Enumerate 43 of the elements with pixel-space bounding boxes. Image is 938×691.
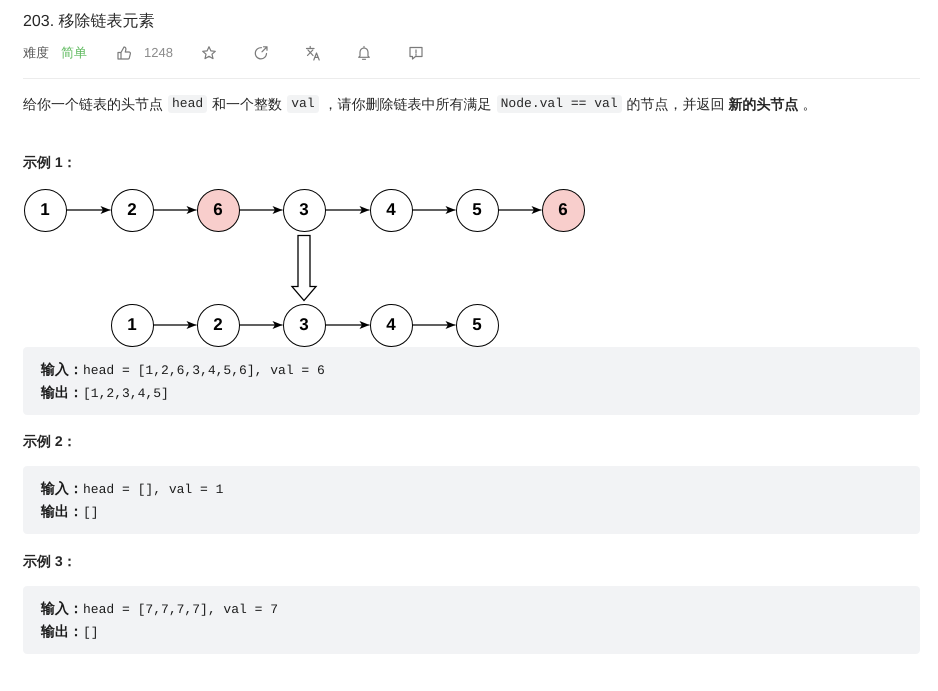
difficulty-value: 简单	[61, 44, 87, 62]
example-result-text: 输出：[]	[41, 502, 99, 522]
inline-code: head	[168, 95, 208, 113]
node-circle: 2	[196, 304, 240, 346]
example-heading: 示例 3：	[23, 552, 77, 571]
difficulty-label: 难度	[23, 44, 49, 62]
node-circle: 1	[110, 304, 154, 346]
node-circle: 3	[282, 188, 326, 232]
example-result-text: 输出：[1,2,3,4,5]	[41, 383, 169, 403]
example-result-text: 输出：[]	[41, 622, 99, 642]
inline-code: Node.val == val	[496, 95, 622, 113]
like-count: 1248	[144, 44, 173, 62]
highlighted-node-circle: 6	[542, 188, 584, 232]
problem-title: 203. 移除链表元素	[23, 12, 155, 32]
example-heading: 示例 1：	[23, 153, 77, 172]
arrow	[66, 206, 110, 214]
node-circle: 5	[456, 304, 498, 346]
example-argument-text: 输入：head = [1,2,6,3,4,5,6], val = 6	[41, 360, 325, 380]
arrow	[412, 321, 456, 329]
arrow	[154, 321, 196, 329]
hollow-arrow	[290, 234, 318, 302]
example-argument-text: 输入：head = [7,7,7,7], val = 7	[41, 599, 278, 619]
node-circle: 5	[456, 188, 498, 232]
node-circle: 4	[370, 304, 412, 346]
arrow	[240, 206, 282, 214]
arrow	[412, 206, 456, 214]
arrow	[326, 206, 370, 214]
arrow	[326, 321, 370, 329]
node-circle: 1	[24, 188, 66, 232]
example-argument-text: 输入：head = [], val = 1	[41, 479, 224, 499]
description-text: 的节点，并返回 新的头节点 。	[626, 95, 816, 114]
arrow	[240, 321, 282, 329]
node-circle: 2	[110, 188, 154, 232]
description-text: 给你一个链表的头节点	[23, 95, 163, 114]
highlighted-node-circle: 6	[196, 188, 240, 232]
example-heading: 示例 2：	[23, 432, 77, 451]
arrow	[154, 206, 196, 214]
node-circle: 4	[370, 188, 412, 232]
arrow	[498, 206, 542, 214]
inline-code: val	[287, 95, 319, 113]
node-circle: 3	[282, 304, 326, 346]
description-text: ，请你删除链表中所有满足	[324, 95, 492, 114]
description-text: 和一个整数	[212, 95, 282, 114]
